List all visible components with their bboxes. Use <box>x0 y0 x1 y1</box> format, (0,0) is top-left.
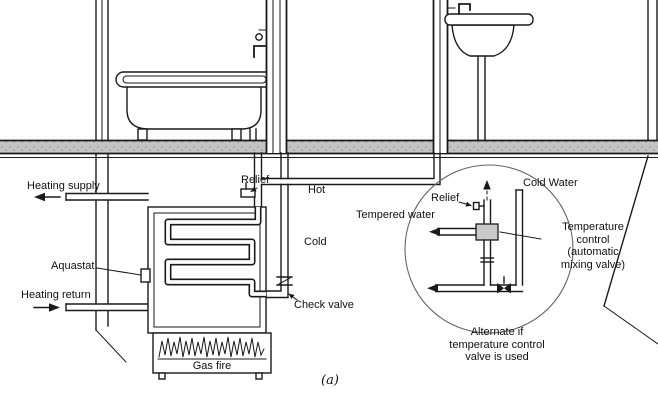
mixing-valve-icon <box>475 223 499 241</box>
hot-pipe <box>240 152 441 208</box>
aquastat-sensor-icon <box>140 268 151 283</box>
label-temperature-control: Temperature control (automatic mixing va… <box>560 221 626 271</box>
relief-valve-icon <box>240 182 256 198</box>
gas-fire-box <box>152 332 272 380</box>
heating-return-pipe <box>33 303 149 312</box>
label-cold-water: Cold Water <box>523 177 578 189</box>
check-valve-symbol <box>276 276 293 286</box>
figure-caption: (a) <box>321 373 339 388</box>
label-heating-return: Heating return <box>21 289 91 301</box>
pipe-chase-right <box>432 0 449 154</box>
relief-fitting-icon <box>472 201 485 211</box>
bathtub <box>115 71 274 141</box>
cold-supply-pipe <box>265 152 293 299</box>
label-alternate-note: Alternate if temperature control valve i… <box>449 326 545 363</box>
flow-arrow-left-icon <box>427 284 438 293</box>
tub-faucet <box>253 29 268 58</box>
up-arrow-icon <box>483 180 491 190</box>
alternate-detail <box>404 164 574 334</box>
label-check-valve: Check valve <box>294 299 354 311</box>
tempered-flow-arrow-icon <box>429 227 440 236</box>
gate-valve-icon <box>497 276 511 294</box>
heating-supply-pipe <box>34 192 149 202</box>
floor-band <box>0 139 658 158</box>
water-heater <box>140 206 267 334</box>
union-fitting-icon <box>480 257 495 263</box>
sink <box>444 3 534 141</box>
label-hot: Hot <box>308 184 326 196</box>
label-cold: Cold <box>304 236 327 248</box>
label-aquastat: Aquastat <box>51 260 95 272</box>
flames-icon <box>158 336 265 358</box>
label-heating-supply: Heating supply <box>27 180 100 192</box>
label-relief-heater: Relief <box>241 174 270 186</box>
leader-lines <box>96 186 542 301</box>
label-gas-fire: Gas fire <box>192 360 232 372</box>
flow-arrow-left-icon <box>34 192 61 202</box>
label-relief-detail: Relief <box>431 192 460 204</box>
walls-and-perspective <box>95 0 658 363</box>
detail-circle <box>404 164 574 334</box>
label-tempered-water: Tempered water <box>356 209 435 221</box>
pipe-chase-center <box>265 0 288 154</box>
flow-arrow-right-icon <box>33 303 60 312</box>
